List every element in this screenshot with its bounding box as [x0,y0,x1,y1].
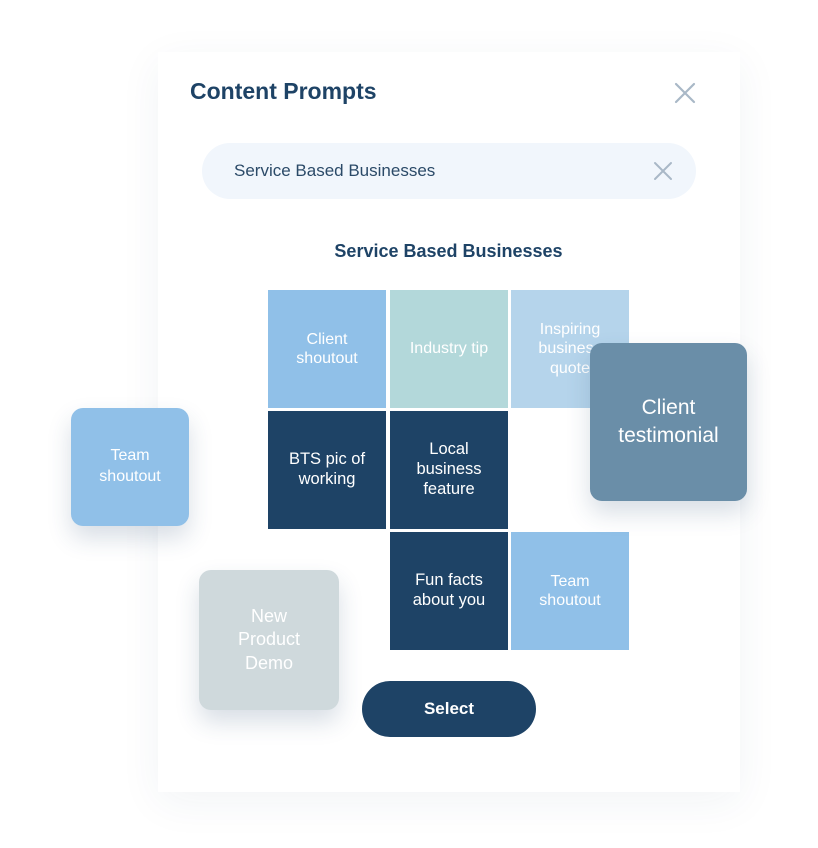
floating-card-client-testimonial[interactable]: Client testimonial [590,343,747,501]
floating-card-label: Client testimonial [618,395,719,447]
close-icon[interactable] [672,80,698,106]
floating-card-new-product-demo[interactable]: New Product Demo [199,570,339,710]
prompt-tile-industry-tip[interactable]: Industry tip [390,290,508,408]
prompt-tile-client-shoutout[interactable]: Client shoutout [268,290,386,408]
floating-card-label: Team shoutout [99,447,161,485]
prompt-tile-bts-pic[interactable]: BTS pic of working [268,411,386,529]
tile-label: Fun facts about you [412,571,486,609]
prompt-tile-local-business-feature[interactable]: Local business feature [390,411,508,529]
tile-label: Industry tip [409,340,489,358]
category-heading: Service Based Businesses [334,241,563,261]
search-input-value[interactable]: Service Based Businesses [234,161,436,180]
panel-title: Content Prompts [190,78,377,104]
tile-label: Client shoutout [296,330,358,367]
floating-card-label: New Product Demo [237,605,301,673]
prompt-tile-fun-facts[interactable]: Fun facts about you [390,532,508,650]
tile-label: Inspiring business quote [538,321,602,377]
floating-card-team-shoutout[interactable]: Team shoutout [71,408,189,526]
clear-icon[interactable] [652,160,674,182]
prompt-tile-team-shoutout[interactable]: Team shoutout [511,532,629,650]
select-button[interactable]: Select [362,681,536,737]
tile-label: BTS pic of working [288,450,366,488]
tile-label: Team shoutout [539,572,601,609]
tile-label: Local business feature [416,440,482,498]
search-field[interactable]: Service Based Businesses [202,143,696,199]
